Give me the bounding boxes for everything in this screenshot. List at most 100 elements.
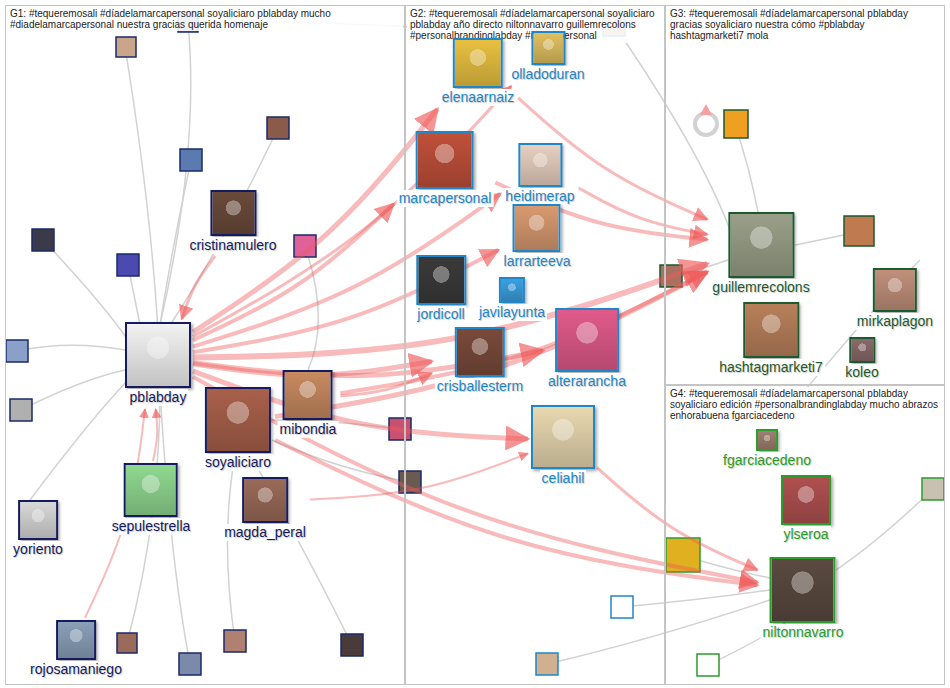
avatar-picture — [416, 255, 466, 305]
gray-edge — [836, 489, 933, 570]
mention-arrow — [275, 272, 707, 417]
account-label: jordicoll — [415, 306, 466, 323]
gray-edge — [125, 47, 158, 330]
avatar-picture — [10, 399, 32, 421]
avatar-picture — [210, 190, 256, 236]
avatar-picture — [922, 478, 944, 500]
account-label: celiahil — [540, 470, 587, 487]
account-node: niltonnavarro — [761, 557, 846, 641]
account-label: javilayunta — [477, 304, 547, 321]
avatar-picture — [518, 143, 562, 187]
gray-edge — [16, 345, 125, 351]
avatar-picture — [499, 277, 525, 303]
account-label: pblabday — [128, 389, 189, 406]
avatar-picture — [117, 254, 139, 276]
avatar-picture — [555, 308, 619, 372]
account-node: magda_peral — [222, 477, 308, 541]
account-label: larrarteeva — [502, 253, 573, 270]
account-node: fgarciacedeno — [721, 429, 813, 469]
account-label: fgarciacedeno — [721, 452, 813, 469]
mention-arrow — [153, 409, 157, 461]
account-node: alterarancha — [546, 308, 628, 390]
avatar-picture — [455, 327, 505, 377]
avatar-picture — [724, 110, 748, 138]
account-node: mirkaplagon — [855, 268, 935, 330]
account-node: javilayunta — [477, 277, 547, 321]
avatar-picture — [117, 633, 137, 653]
avatar-picture — [531, 405, 595, 469]
account-node: jordicoll — [415, 255, 466, 323]
gray-edge — [272, 440, 410, 482]
avatar-picture — [728, 212, 794, 278]
avatar-picture — [341, 634, 363, 656]
mention-arrow — [597, 468, 758, 570]
account-node: hashtagmarketi7 — [717, 302, 825, 376]
account-node: crisballesterm — [435, 327, 525, 395]
avatar-picture — [179, 653, 201, 675]
avatar-picture — [267, 117, 289, 139]
avatar-picture — [770, 557, 836, 623]
account-label: hashtagmarketi7 — [717, 359, 825, 376]
gray-edge — [547, 600, 770, 664]
account-label: soyaliciaro — [203, 454, 273, 471]
account-node: pblabday — [125, 322, 191, 406]
account-label: ylseroa — [781, 526, 830, 543]
account-label: sepulestrella — [110, 518, 193, 535]
gray-edge — [614, 25, 730, 230]
avatar-picture — [453, 38, 503, 88]
account-label: koleo — [843, 364, 880, 381]
self-loop — [695, 113, 717, 135]
avatar-picture — [242, 477, 288, 523]
avatar-picture — [124, 463, 178, 517]
account-node: mibondia — [278, 370, 339, 438]
avatar-picture — [180, 149, 202, 171]
gray-edge — [160, 22, 191, 325]
avatar-picture — [56, 620, 96, 660]
mention-arrow — [340, 373, 431, 396]
gray-edge — [228, 455, 236, 641]
self-loop-arrow — [700, 104, 712, 115]
account-label: marcapersonal — [397, 190, 494, 207]
account-label: magda_peral — [222, 524, 308, 541]
avatar-picture — [224, 630, 246, 652]
account-node: heidimerap — [503, 143, 576, 205]
avatar-picture — [611, 596, 633, 618]
avatar-picture — [125, 322, 191, 388]
avatar-picture — [6, 340, 28, 362]
group-panel: G3: #tequeremosali #díadelamarcapersonal… — [665, 5, 945, 385]
avatar-picture — [844, 216, 874, 246]
mention-arrow — [182, 256, 215, 319]
group-heading: G3: #tequeremosali #díadelamarcapersonal… — [667, 7, 943, 43]
account-label: alterarancha — [546, 373, 628, 390]
account-label: rojosamaniego — [28, 661, 124, 678]
avatar-picture — [849, 337, 875, 363]
account-node: koleo — [843, 337, 880, 381]
group-panel: G4: #tequeremosali #díadelamarcapersonal… — [665, 385, 945, 685]
account-label: mibondia — [278, 421, 339, 438]
group-panel: G1: #tequeremosali #díadelamarcapersonal… — [5, 5, 405, 685]
mention-arrow — [193, 86, 511, 336]
group-heading: G1: #tequeremosali #díadelamarcapersonal… — [7, 7, 403, 31]
avatar-picture — [873, 268, 917, 312]
avatar-picture — [283, 370, 333, 420]
gray-edge — [43, 240, 128, 340]
account-node: ylseroa — [781, 475, 831, 543]
avatar-picture — [205, 387, 271, 453]
account-label: guillemrecolons — [710, 279, 811, 296]
account-label: niltonnavarro — [761, 624, 846, 641]
account-node: larrarteeva — [502, 204, 573, 270]
avatar-picture — [416, 131, 474, 189]
gray-edge — [170, 128, 278, 325]
avatar-picture — [743, 302, 799, 358]
account-node: guillemrecolons — [710, 212, 811, 296]
account-label: heidimerap — [503, 188, 576, 205]
account-node: celiahil — [531, 405, 595, 487]
gray-edge — [622, 590, 770, 607]
account-label: yoriento — [11, 541, 65, 558]
account-node: olladoduran — [509, 31, 586, 83]
mention-arrow — [340, 272, 707, 394]
avatar-picture — [536, 653, 558, 675]
account-node: yoriento — [11, 500, 65, 558]
group-panel: G2: #tequeremosali #díadelamarcapersonal… — [405, 5, 665, 685]
